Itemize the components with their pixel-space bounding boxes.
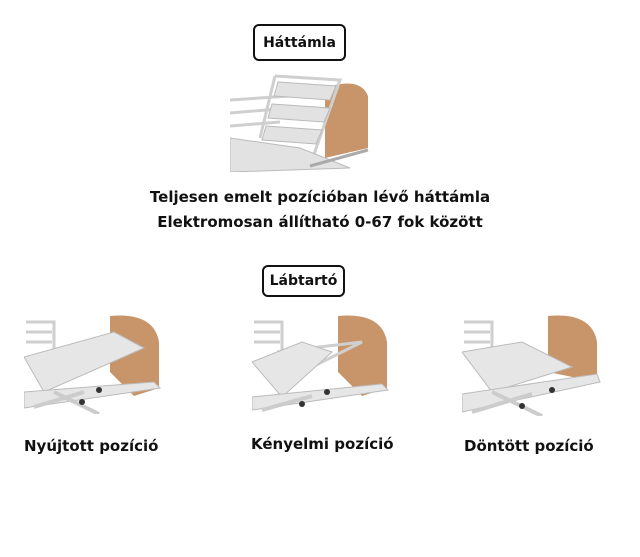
- footrest-extended-label: Nyújtott pozíció: [24, 437, 159, 455]
- footrest-tilted-image: [462, 315, 601, 416]
- footrest-comfort-image: [252, 315, 390, 412]
- footrest-extended-image: [24, 315, 162, 414]
- footrest-heading: Lábtartó: [262, 265, 345, 297]
- backrest-bed-image: [230, 74, 369, 172]
- footrest-tilted-label: Döntött pozíció: [464, 437, 594, 455]
- backrest-description-line1: Teljesen emelt pozícióban lévő háttámla: [149, 188, 491, 206]
- backrest-description-line2: Elektromosan állítható 0-67 fok között: [157, 213, 483, 231]
- backrest-heading: Háttámla: [253, 24, 346, 61]
- footrest-comfort-label: Kényelmi pozíció: [251, 435, 394, 453]
